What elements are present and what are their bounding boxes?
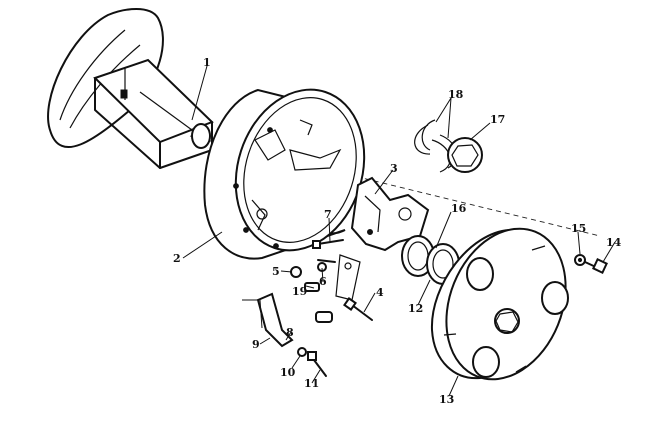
part-4-bolt: [343, 297, 373, 321]
part-17-hex-bushing: [447, 137, 483, 173]
part-14-bolt: [584, 258, 608, 274]
part-13-clutch-sheave: [430, 227, 569, 381]
callout-6: 6: [319, 275, 327, 288]
part-1-sheave-shaft: [47, 8, 214, 169]
callout-8: 8: [286, 326, 294, 339]
callout-13: 13: [439, 393, 454, 406]
part-10-washer: [297, 347, 307, 357]
callout-3: 3: [390, 162, 398, 175]
callout-15: 15: [571, 222, 586, 235]
part-5-nut: [290, 266, 302, 278]
callout-5: 5: [272, 265, 280, 278]
callout-10: 10: [280, 366, 296, 379]
part-15-washer: [574, 254, 586, 266]
part-7-bolt: [312, 239, 344, 249]
callout-1: 1: [203, 56, 211, 69]
callout-labels: 1 2 3 4 5 6 7 8 9 10 11 12 13 14 15 16 1…: [173, 56, 622, 406]
callout-17: 17: [490, 113, 505, 126]
part-2-drum-cover: [203, 88, 366, 260]
callout-18: 18: [448, 88, 464, 101]
part-6-bolt: [317, 259, 336, 272]
callout-19: 19: [292, 285, 307, 298]
assembly-centerline: [189, 135, 601, 237]
part-9-lever: [256, 292, 294, 348]
callout-16: 16: [451, 202, 467, 215]
callout-12: 12: [408, 302, 423, 315]
callout-7: 7: [324, 208, 332, 221]
callout-9: 9: [252, 338, 260, 351]
part-11-bolt: [307, 351, 327, 377]
leader-lines: [182, 65, 616, 397]
callout-14: 14: [606, 236, 622, 249]
callout-2: 2: [173, 252, 181, 265]
callout-11: 11: [304, 377, 319, 390]
callout-4: 4: [376, 286, 384, 299]
